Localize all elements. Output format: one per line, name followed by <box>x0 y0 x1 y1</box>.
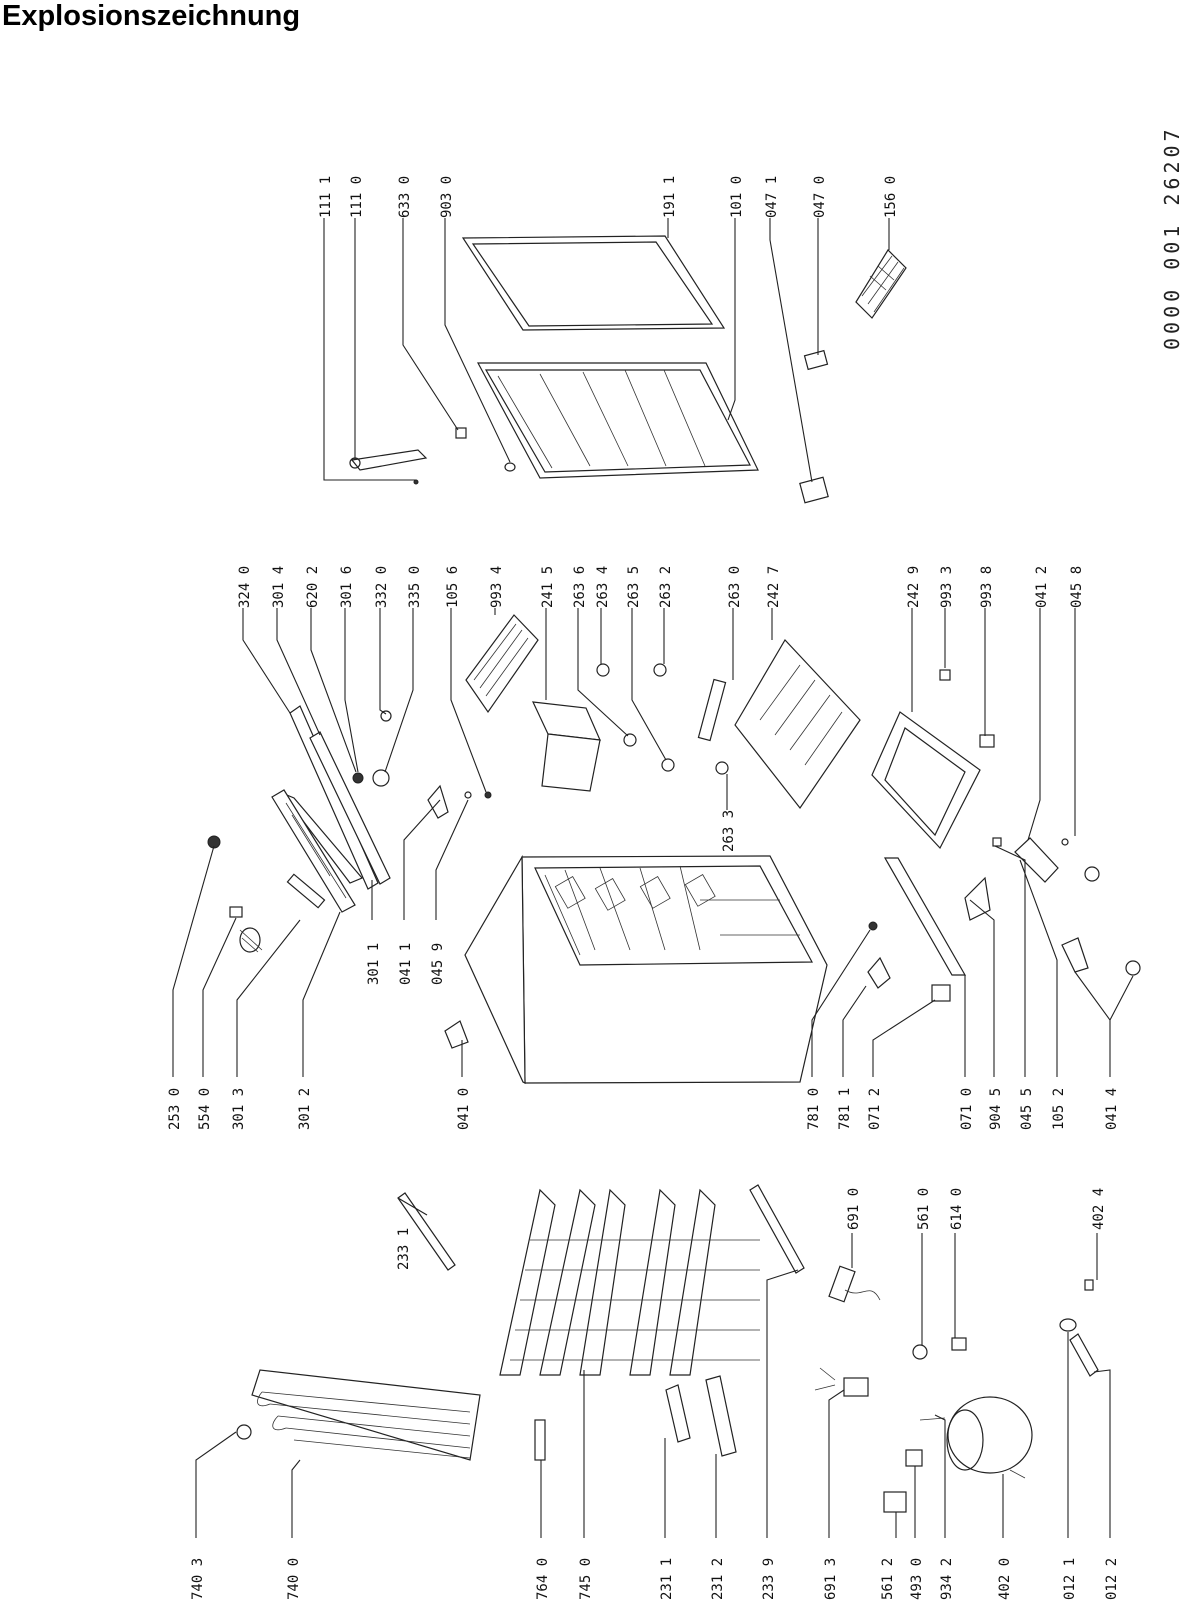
thermostat-parts <box>207 835 263 953</box>
part-label: 111 1 <box>318 176 334 218</box>
part-label: 764 0 <box>535 1558 551 1600</box>
part-label: 041 0 <box>456 1088 472 1130</box>
part-label: 233 1 <box>396 1228 412 1270</box>
part-label: 301 1 <box>366 943 382 985</box>
part-label: 231 2 <box>710 1558 726 1600</box>
part-label: 493 0 <box>909 1558 925 1600</box>
part-label: 781 1 <box>837 1088 853 1130</box>
part-label: 903 0 <box>439 176 455 218</box>
part-label: 041 1 <box>398 943 414 985</box>
ice-tray <box>855 249 907 319</box>
part-label: 045 5 <box>1019 1088 1035 1130</box>
part-label: 105 6 <box>445 566 461 608</box>
part-label: 614 0 <box>949 1188 965 1230</box>
part-label: 012 2 <box>1104 1558 1120 1600</box>
shelf-supports <box>665 1375 737 1457</box>
part-label: 241 5 <box>540 566 556 608</box>
part-label: 993 3 <box>939 566 955 608</box>
part-label: 041 2 <box>1034 566 1050 608</box>
lower-hinge-parts <box>799 349 829 504</box>
part-label: 691 3 <box>823 1558 839 1600</box>
part-label: 620 2 <box>305 566 321 608</box>
hinge-bracket-top <box>427 784 492 819</box>
part-label: 111 0 <box>349 176 365 218</box>
part-label: 012 1 <box>1062 1558 1078 1600</box>
part-label: 045 9 <box>430 943 446 985</box>
part-label: 781 0 <box>806 1088 822 1130</box>
shelf-rails <box>397 1184 805 1274</box>
freezer-drawer-lower <box>871 711 981 850</box>
part-label: 242 9 <box>906 566 922 608</box>
drawer-clips <box>939 669 995 748</box>
part-label: 633 0 <box>397 176 413 218</box>
part-label: 301 6 <box>339 566 355 608</box>
part-label: 253 0 <box>167 1088 183 1130</box>
top-hinge-parts <box>349 427 516 485</box>
part-label: 263 6 <box>572 566 588 608</box>
control-panel <box>271 705 392 913</box>
part-label: 231 1 <box>659 1558 675 1600</box>
part-label: 561 0 <box>916 1188 932 1230</box>
part-label: 263 4 <box>595 566 611 608</box>
part-label: 335 0 <box>407 566 423 608</box>
cabinet-body <box>464 854 828 1084</box>
part-label: 301 2 <box>297 1088 313 1130</box>
part-label: 263 2 <box>658 566 674 608</box>
door-shelves <box>465 614 601 792</box>
wire-shelves <box>499 1188 760 1461</box>
base-frame <box>867 857 991 1002</box>
page-title: Explosionszeichnung <box>2 0 301 32</box>
part-label: 191 1 <box>662 176 678 218</box>
part-label: 554 0 <box>197 1088 213 1130</box>
part-label: 332 0 <box>374 566 390 608</box>
part-label: 263 3 <box>721 810 737 852</box>
part-labels: 111 1 111 0 633 0 903 0 191 1 101 0 047 … <box>167 176 1120 1600</box>
part-label: 041 4 <box>1104 1088 1120 1130</box>
part-label: 263 0 <box>727 566 743 608</box>
electrical-components <box>814 1265 967 1397</box>
part-label: 402 4 <box>1091 1188 1107 1230</box>
part-label: 047 1 <box>764 176 780 218</box>
compressor <box>883 1279 1099 1513</box>
part-label: 745 0 <box>578 1558 594 1600</box>
door-gasket <box>461 235 726 331</box>
part-label: 904 5 <box>988 1088 1004 1130</box>
part-label: 233 9 <box>761 1558 777 1600</box>
evaporator-coil <box>236 1369 481 1461</box>
part-label: 301 4 <box>271 566 287 608</box>
part-label: 561 2 <box>880 1558 896 1600</box>
part-label: 324 0 <box>237 566 253 608</box>
part-label: 993 8 <box>979 566 995 608</box>
part-label: 156 0 <box>883 176 899 218</box>
part-label: 301 3 <box>231 1088 247 1130</box>
part-label: 242 7 <box>766 566 782 608</box>
part-label: 101 0 <box>729 176 745 218</box>
corner-bracket <box>444 1020 469 1049</box>
part-label: 047 0 <box>812 176 828 218</box>
part-label: 105 2 <box>1051 1088 1067 1130</box>
hinge-bracket-bottom <box>992 837 1141 976</box>
shelf-fittings <box>596 663 729 775</box>
part-label: 740 0 <box>286 1558 302 1600</box>
part-label: 993 4 <box>489 566 505 608</box>
part-label: 071 2 <box>867 1088 883 1130</box>
part-label: 934 2 <box>939 1558 955 1600</box>
door-panel <box>476 362 759 479</box>
part-label: 691 0 <box>846 1188 862 1230</box>
freezer-drawer-upper <box>734 639 861 810</box>
part-label: 045 8 <box>1069 566 1085 608</box>
part-label: 740 3 <box>190 1558 206 1600</box>
part-label: 071 0 <box>959 1088 975 1130</box>
part-label: 402 0 <box>997 1558 1013 1600</box>
leader-lines <box>172 218 1134 1538</box>
part-label: 263 5 <box>626 566 642 608</box>
